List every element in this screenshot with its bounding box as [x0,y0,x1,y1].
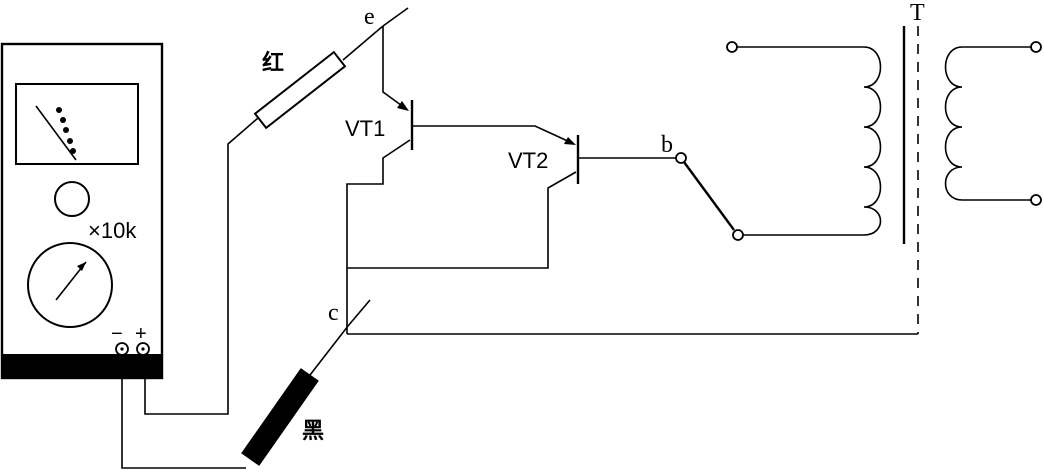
red-probe-tip [342,25,384,61]
vt2-label: VT2 [508,148,548,173]
multimeter-base-band [2,354,162,378]
multimeter: ×10k − + [0,42,164,380]
black-lead-wire [121,378,246,469]
switch-terminal[interactable] [732,229,744,241]
base-terminal[interactable] [675,152,687,164]
black-probe[interactable] [241,368,319,466]
vt1-emitter-arrow [397,101,409,111]
red-probe-label: 红 [262,50,284,76]
dial-arrow-head [77,262,86,271]
secondary-bottom-terminal[interactable] [1030,194,1042,206]
primary-top-terminal[interactable] [726,41,738,53]
secondary-winding [944,46,1031,201]
red-probe[interactable] [253,50,347,130]
meter-display [15,83,139,165]
base-label: b [661,132,673,158]
vt1-base-to-vt2-emitter-wire [412,125,573,144]
vt2-emitter-arrow [564,137,576,145]
black-probe-label: 黑 [302,419,324,444]
switch-blade[interactable] [683,161,735,231]
emitter-label: e [364,4,375,30]
vt1-collector-wire [346,139,411,334]
secondary-top-terminal[interactable] [1030,41,1042,53]
collector-lead-extension [347,299,371,327]
red-lead-wire [144,117,259,415]
minus-terminal-label: − [111,323,123,345]
transformer-label: T [910,0,925,26]
collector-label: c [328,300,339,326]
vt2-collector-wire [347,171,577,269]
vt1-emitter-wire [382,26,406,109]
primary-winding [737,46,882,236]
plus-terminal-label: + [135,323,147,345]
meter-scale-dots [56,107,76,154]
emitter-lead-extension [382,7,409,27]
range-label: ×10k [88,218,137,243]
black-probe-tip [309,325,349,376]
meter-needle [35,105,77,161]
range-selector-dial[interactable] [27,242,113,328]
zero-adjust-knob[interactable] [54,181,90,217]
vt1-label: VT1 [345,116,385,141]
